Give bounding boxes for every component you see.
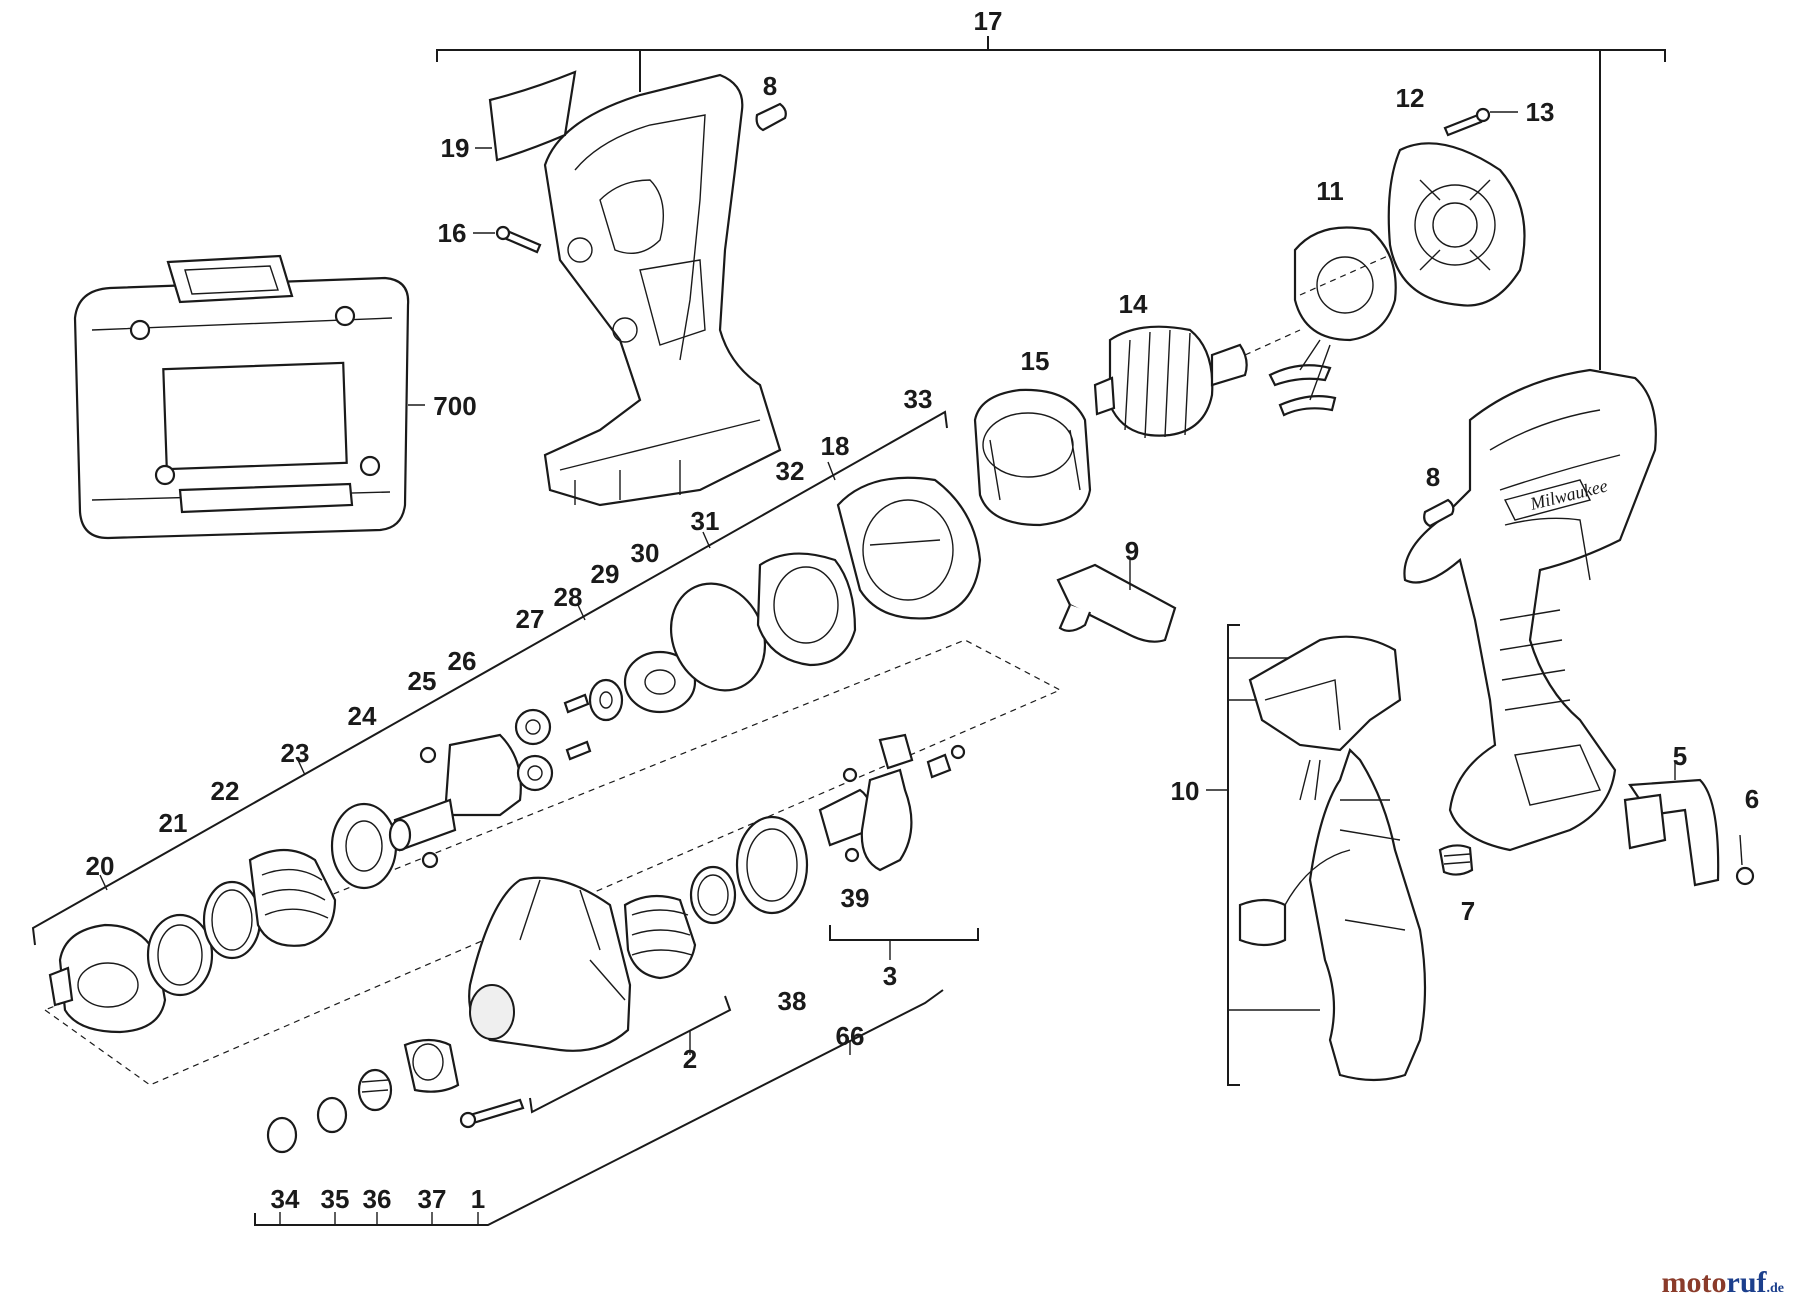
label-26: 26 — [448, 646, 477, 676]
label-700: 700 — [433, 391, 476, 421]
logo-suffix: .de — [1766, 1281, 1785, 1296]
label-28: 28 — [554, 582, 583, 612]
gear-impact-assembly — [31, 410, 1062, 1226]
label-9: 9 — [1125, 536, 1139, 566]
label-12: 12 — [1396, 83, 1425, 113]
label-1: 1 — [471, 1184, 485, 1214]
bracket-17 — [436, 36, 1666, 370]
label-32: 32 — [776, 456, 805, 486]
label-3: 3 — [883, 961, 897, 991]
label-20: 20 — [86, 851, 115, 881]
label-8-top: 8 — [763, 71, 777, 101]
label-66: 66 — [836, 1021, 865, 1051]
label-18: 18 — [821, 431, 850, 461]
label-31: 31 — [691, 506, 720, 536]
label-8-right: 8 — [1426, 462, 1440, 492]
carry-case — [73, 254, 425, 540]
part-labels: 17 8 19 16 12 13 11 14 15 700 33 18 32 3… — [86, 6, 1760, 1214]
label-17: 17 — [974, 6, 1003, 36]
label-6: 6 — [1745, 784, 1759, 814]
label-11: 11 — [1316, 176, 1344, 206]
logo-part-b: ruf — [1726, 1266, 1767, 1299]
left-housing-half — [473, 70, 787, 507]
label-5: 5 — [1673, 741, 1687, 771]
label-34: 34 — [271, 1184, 300, 1214]
label-21: 21 — [159, 808, 188, 838]
label-7: 7 — [1461, 896, 1475, 926]
part-9-bracket — [1056, 560, 1177, 643]
motoruf-logo: motoruf.de — [1662, 1266, 1784, 1300]
label-10: 10 — [1171, 776, 1200, 806]
label-14: 14 — [1119, 289, 1148, 319]
label-39: 39 — [841, 883, 870, 913]
label-13: 13 — [1526, 97, 1555, 127]
label-38: 38 — [778, 986, 807, 1016]
label-29: 29 — [591, 559, 620, 589]
label-24: 24 — [348, 701, 377, 731]
right-housing-half: Milwaukee — [1403, 368, 1755, 887]
label-33: 33 — [904, 384, 933, 414]
label-27: 27 — [516, 604, 545, 634]
label-25: 25 — [408, 666, 437, 696]
label-35: 35 — [321, 1184, 350, 1214]
label-36: 36 — [363, 1184, 392, 1214]
logo-part-a: moto — [1661, 1266, 1727, 1299]
label-19: 19 — [441, 133, 470, 163]
label-22: 22 — [211, 776, 240, 806]
label-2: 2 — [683, 1044, 697, 1074]
label-37: 37 — [418, 1184, 447, 1214]
label-23: 23 — [281, 738, 310, 768]
switch-assembly — [1206, 624, 1427, 1086]
motor-end-parts — [973, 107, 1526, 527]
label-16: 16 — [438, 218, 467, 248]
label-30: 30 — [631, 538, 660, 568]
label-15: 15 — [1021, 346, 1050, 376]
